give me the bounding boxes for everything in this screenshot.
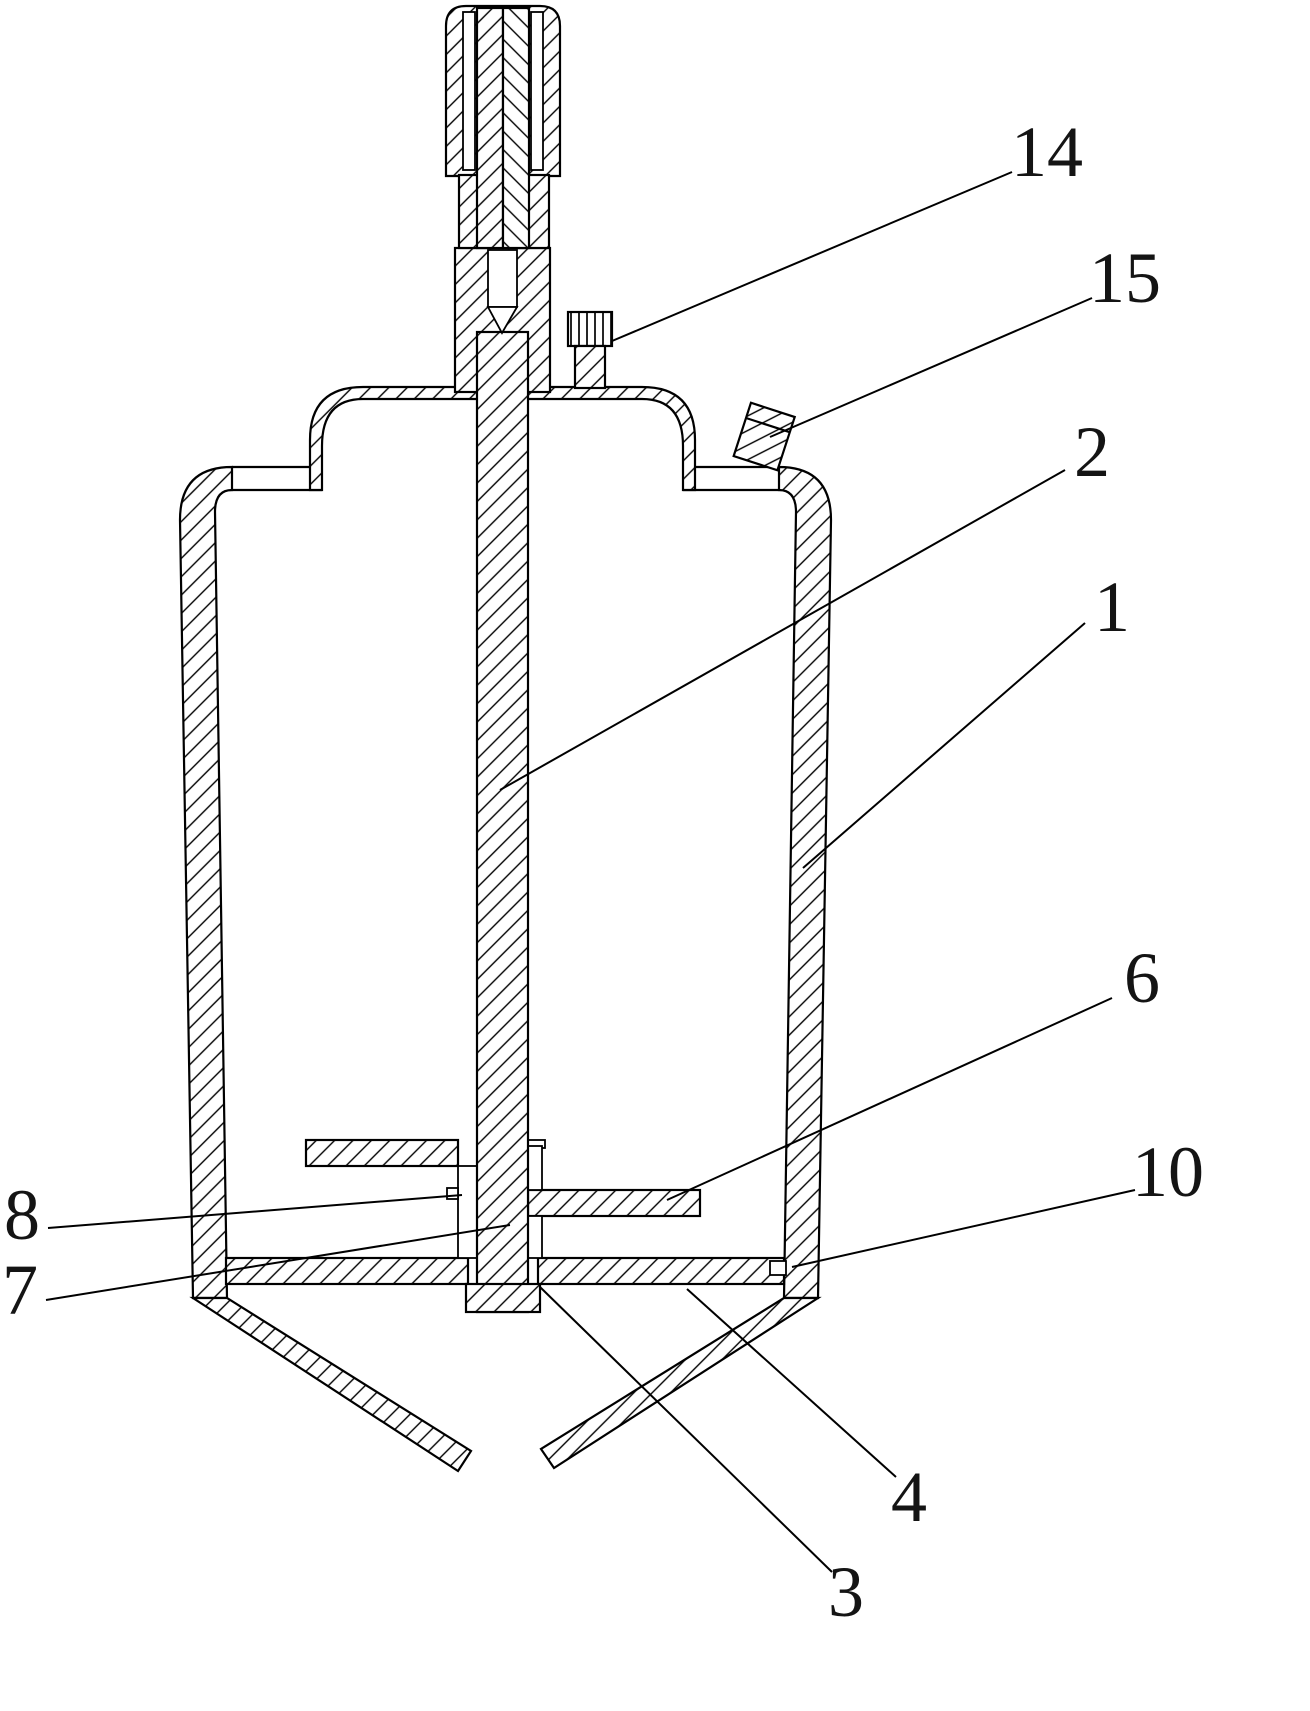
shaft-sleeve-left	[457, 1165, 478, 1259]
leader-line-3	[539, 1286, 833, 1573]
lid-dome	[308, 385, 697, 492]
vessel-wall-left	[178, 465, 234, 1300]
ref-label-10: 10	[1132, 1132, 1204, 1212]
shaft-seat	[486, 306, 519, 335]
valve-fitting-15	[732, 401, 797, 472]
vessel-wall-right	[777, 465, 833, 1300]
ref-label-14: 14	[1011, 112, 1083, 192]
ref-label-4: 4	[891, 1457, 927, 1537]
leader-line-6	[666, 997, 1113, 1201]
shaft-foot	[464, 1282, 542, 1314]
leader-lines	[45, 171, 1136, 1573]
leader-line-15	[769, 297, 1093, 438]
leader-line-2	[499, 469, 1066, 791]
drive-shaft-spline-left	[475, 6, 505, 250]
port-thread	[566, 310, 614, 348]
port-fitting-14	[566, 310, 614, 390]
valve-fitting-body	[732, 401, 797, 472]
leader-line-14	[611, 171, 1013, 342]
leader-line-10	[791, 1189, 1136, 1268]
ref-label-8: 8	[4, 1175, 40, 1255]
paddle-left	[304, 1138, 460, 1168]
discharge-cone-left	[189, 1296, 473, 1473]
ref-label-2: 2	[1074, 412, 1110, 492]
shaft-sleeve-right	[527, 1215, 543, 1259]
ref-label-1: 1	[1094, 567, 1130, 647]
plate-edge-notch-10	[769, 1260, 787, 1276]
paddle-right	[526, 1188, 702, 1218]
bottom-plate-left	[224, 1256, 470, 1286]
vessel-assembly	[178, 4, 833, 1473]
ref-label-15: 15	[1089, 238, 1161, 318]
port-stem	[573, 344, 607, 390]
leader-line-1	[802, 622, 1086, 869]
hub-pin-8	[446, 1187, 459, 1200]
reference-numerals: 14 15 2 1 6 10 8 7 4 3	[2, 112, 1204, 1632]
agitator-shaft	[475, 330, 530, 1314]
ref-label-7: 7	[2, 1250, 38, 1330]
housing-slot-left	[462, 11, 476, 171]
drive-shaft-spline-right	[501, 6, 531, 250]
valve-fitting-seam	[745, 416, 791, 434]
ref-label-6: 6	[1124, 938, 1160, 1018]
bottom-plate-right	[536, 1256, 786, 1286]
leader-line-4	[686, 1288, 897, 1478]
hub-bracket-right	[526, 1145, 543, 1191]
discharge-cone-right	[539, 1296, 822, 1470]
ref-label-3: 3	[828, 1552, 864, 1632]
shaft-channel	[487, 249, 518, 308]
housing-slot-right	[530, 11, 544, 171]
leader-line-7	[45, 1224, 511, 1301]
leader-line-8	[47, 1194, 463, 1229]
